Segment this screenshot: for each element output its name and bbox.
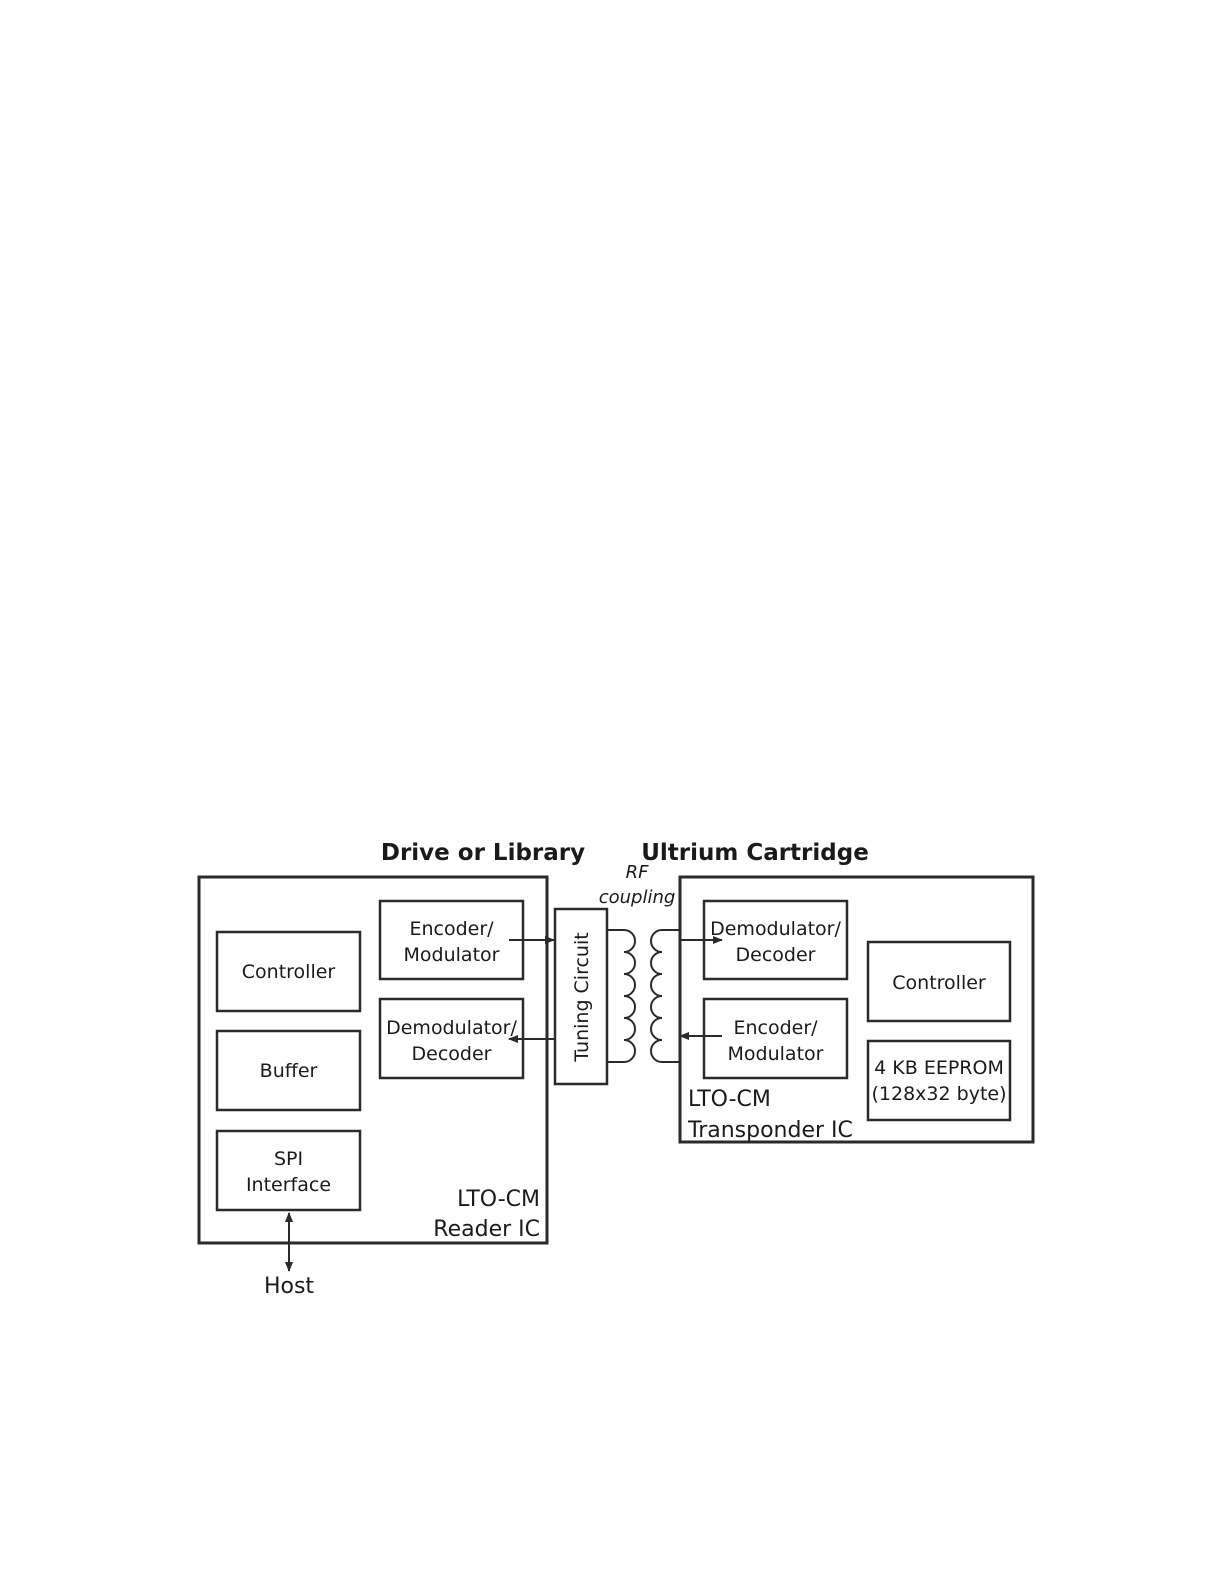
reader-demodulator-label-line2: Decoder (412, 1043, 492, 1065)
transponder-ic-name-line1: LTO-CM (688, 1087, 771, 1112)
reader-spi-box (217, 1131, 360, 1210)
eeprom-box (868, 1041, 1010, 1120)
transponder-ic-name-line2: Transponder IC (687, 1118, 853, 1143)
transponder-encoder-label-line1: Encoder/ (733, 1017, 818, 1039)
transponder-encoder-label-line2: Modulator (728, 1043, 824, 1065)
rf-coupling-label-line2: coupling (599, 887, 676, 908)
eeprom-label-line1: 4 KB EEPROM (874, 1057, 1004, 1079)
heading-drive-or-library: Drive or Library (381, 840, 585, 866)
reader-ic-name-line1: LTO-CM (457, 1187, 540, 1212)
transponder-demodulator-box (704, 901, 847, 979)
transponder-ic: Demodulator/ Decoder Encoder/ Modulator … (680, 877, 1033, 1143)
reader-encoder-label-line2: Modulator (404, 944, 500, 966)
eeprom-label-line2: (128x32 byte) (872, 1083, 1007, 1105)
reader-encoder-box (380, 901, 523, 979)
transponder-coil-icon (651, 930, 680, 1062)
tuning-circuit-label: Tuning Circuit (571, 932, 593, 1062)
reader-ic-name-line2: Reader IC (433, 1217, 540, 1242)
reader-spi-label-line2: Interface (246, 1174, 331, 1196)
reader-controller-label: Controller (242, 961, 336, 983)
transponder-controller-label: Controller (892, 972, 986, 994)
transponder-demodulator-label-line2: Decoder (736, 944, 816, 966)
heading-ultrium-cartridge: Ultrium Cartridge (641, 840, 869, 866)
reader-spi-label-line1: SPI (274, 1148, 303, 1170)
reader-buffer-label: Buffer (260, 1060, 318, 1082)
reader-coil-icon (607, 930, 635, 1062)
reader-demodulator-label-line1: Demodulator/ (386, 1017, 517, 1039)
rf-coupling-label-line1: RF (626, 862, 650, 883)
reader-ic: Controller Buffer SPI Interface Encoder/… (199, 877, 547, 1243)
reader-encoder-label-line1: Encoder/ (409, 918, 494, 940)
transponder-demodulator-label-line1: Demodulator/ (710, 918, 841, 940)
host-label: Host (264, 1274, 314, 1299)
